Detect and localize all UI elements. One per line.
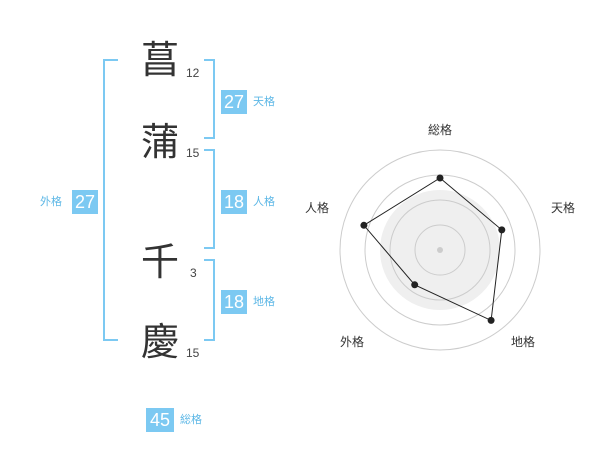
radar-point-1: [498, 226, 506, 234]
chikaku-label: 地格: [253, 295, 275, 308]
gaikaku-value: 27: [72, 190, 98, 214]
stroke-count-1: 12: [186, 66, 200, 80]
radar-center-dot: [437, 247, 443, 253]
radar-axis-label-soukaku: 総格: [428, 122, 452, 137]
soukaku-value: 45: [146, 408, 174, 432]
name-char-3: 千: [141, 240, 180, 284]
tenkaku-value: 27: [221, 90, 247, 114]
radar-point-3: [411, 281, 419, 289]
radar-point-0: [436, 174, 444, 182]
radar-point-4: [360, 221, 368, 229]
radar-axis-label-jinkaku: 人格: [305, 200, 329, 215]
radar-polygon: [363, 177, 503, 322]
tenkaku-label: 天格: [253, 95, 275, 108]
radar-ring-2: [389, 199, 491, 301]
jinkaku-value: 18: [221, 190, 247, 214]
radar-axis-label-chikaku: 地格: [511, 334, 535, 349]
name-char-2: 蒲: [141, 120, 180, 164]
radar-axis-label-tenkaku: 天格: [551, 200, 575, 215]
stroke-count-3: 3: [190, 266, 197, 280]
radar-point-2: [487, 316, 495, 324]
jinkaku-label: 人格: [253, 195, 275, 208]
gaikaku-label: 外格: [40, 195, 62, 208]
soukaku-label: 総格: [180, 413, 202, 426]
radar-axis-label-gaikaku: 外格: [340, 334, 364, 349]
name-char-1: 菖: [141, 38, 180, 82]
radar-ring-1: [414, 224, 466, 276]
name-char-4: 慶: [141, 320, 180, 364]
chikaku-value: 18: [221, 290, 247, 314]
stroke-count-4: 15: [186, 346, 200, 360]
stroke-count-2: 15: [186, 146, 200, 160]
radar-ring-4: [339, 149, 541, 351]
